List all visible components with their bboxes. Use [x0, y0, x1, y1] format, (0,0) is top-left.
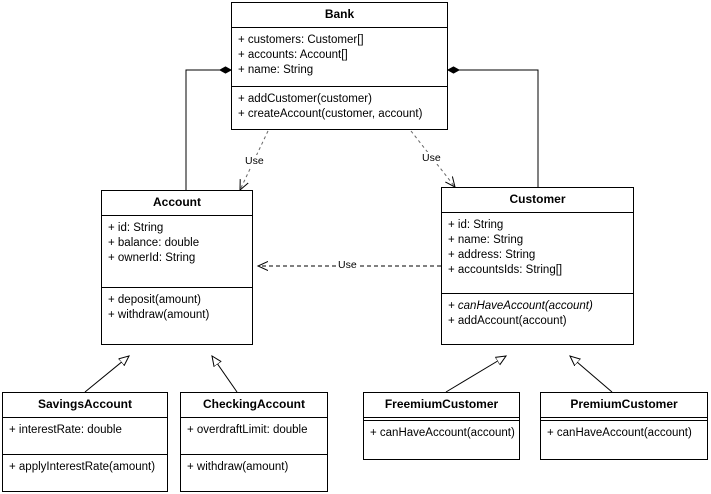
attributes-compartment-savings-account: + interestRate: double [3, 417, 167, 454]
edge-label-use-bank-account: Use [243, 155, 266, 167]
class-name-freemium-customer: FreemiumCustomer [384, 397, 499, 411]
edge-label-use-bank-customer: Use [420, 152, 443, 164]
methods-compartment-customer: + canHaveAccount(account) + addAccount(a… [442, 293, 633, 344]
class-box-savings-account[interactable]: SavingsAccount + interestRate: double + … [2, 392, 168, 492]
attribute-item: + accountsIds: String[] [448, 264, 563, 276]
class-box-account[interactable]: Account + id: String + balance: double +… [101, 190, 253, 345]
class-name-premium-customer: PremiumCustomer [570, 397, 678, 411]
attribute-item: + address: String [448, 249, 536, 261]
class-box-bank[interactable]: Bank + customers: Customer[] + accounts:… [231, 2, 448, 130]
method-item: + applyInterestRate(amount) [9, 461, 156, 473]
method-item: + canHaveAccount(account) [547, 427, 692, 439]
method-item: + withdraw(amount) [108, 309, 210, 321]
edge-premium-customer-inheritance [570, 356, 613, 393]
methods-compartment-checking-account: + withdraw(amount) [181, 454, 327, 491]
attribute-item: + id: String [108, 222, 164, 234]
methods-compartment-bank: + addCustomer(customer) + createAccount(… [232, 85, 447, 130]
class-name-checking-account: CheckingAccount [202, 397, 305, 411]
class-box-customer[interactable]: Customer + id: String + name: String + a… [441, 187, 634, 345]
edge-label-use-customer-account: Use [336, 259, 359, 271]
attribute-item: + name: String [448, 234, 524, 246]
method-item: + canHaveAccount(account) [370, 427, 515, 439]
attributes-compartment-account: + id: String + balance: double + ownerId… [102, 215, 252, 287]
methods-compartment-freemium-customer: + canHaveAccount(account) [364, 420, 519, 459]
method-item: + deposit(amount) [108, 294, 202, 306]
edge-bank-account-composition [185, 66, 233, 190]
attribute-item: + overdraftLimit: double [187, 424, 308, 436]
class-box-freemium-customer[interactable]: FreemiumCustomer + canHaveAccount(accoun… [363, 392, 520, 460]
class-name-customer: Customer [509, 192, 566, 206]
attribute-item: + ownerId: String [108, 252, 196, 264]
attributes-compartment-customer: + id: String + name: String + address: S… [442, 212, 633, 293]
class-name-savings-account: SavingsAccount [37, 397, 133, 411]
attributes-compartment-freemium-customer [364, 417, 519, 420]
attributes-compartment-premium-customer [541, 417, 707, 420]
edge-bank-customer-composition [446, 66, 539, 187]
attribute-item: + balance: double [108, 237, 200, 249]
method-item: + withdraw(amount) [187, 461, 289, 473]
class-name-bank: Bank [324, 7, 355, 21]
edge-freemium-customer-inheritance [445, 356, 506, 393]
method-item-abstract: + canHaveAccount(account) [448, 300, 593, 312]
class-box-checking-account[interactable]: CheckingAccount + overdraftLimit: double… [180, 392, 328, 492]
attributes-compartment-bank: + customers: Customer[] + accounts: Acco… [232, 27, 447, 86]
attribute-item: + name: String [238, 64, 314, 76]
class-name-account: Account [153, 195, 201, 209]
attribute-item: + accounts: Account[] [238, 49, 348, 61]
methods-compartment-savings-account: + applyInterestRate(amount) [3, 454, 167, 491]
methods-compartment-account: + deposit(amount) + withdraw(amount) [102, 287, 252, 344]
attribute-item: + customers: Customer[] [238, 34, 364, 46]
class-box-premium-customer[interactable]: PremiumCustomer + canHaveAccount(account… [540, 392, 708, 460]
attribute-item: + id: String [448, 219, 504, 231]
methods-compartment-premium-customer: + canHaveAccount(account) [541, 420, 707, 459]
attribute-item: + interestRate: double [9, 424, 122, 436]
edge-savings-account-inheritance [84, 356, 129, 393]
attributes-compartment-checking-account: + overdraftLimit: double [181, 417, 327, 454]
method-item: + addCustomer(customer) [238, 92, 372, 105]
edge-checking-account-inheritance [212, 356, 238, 393]
method-item: + addAccount(account) [448, 315, 567, 327]
method-item: + createAccount(customer, account) [238, 107, 423, 120]
